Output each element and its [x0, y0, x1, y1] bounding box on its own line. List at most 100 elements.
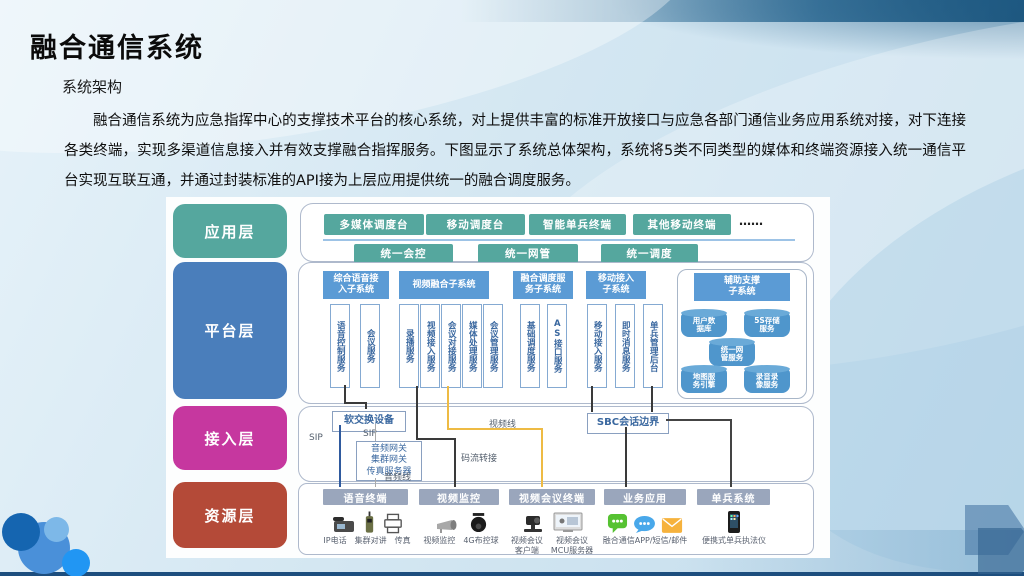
mail-icon [661, 518, 683, 533]
database-cylinder: 统一网 管服务 [709, 338, 755, 366]
subsystem-header: 视频融合子系统 [399, 271, 489, 299]
circle-decoration [2, 513, 40, 551]
fax-icon [383, 513, 402, 534]
layer-label: 资源层 [204, 506, 256, 525]
resource-group-header: 语音终端 [323, 489, 408, 505]
connector-voice-to-softswitch [344, 402, 367, 404]
connector-video-line-yellow [447, 386, 449, 430]
resource-row: 语音终端 IP电话 集群对讲 传真 视频监控 视频监控 4G布控球 [298, 483, 814, 555]
icon-row [601, 508, 689, 534]
softswitch-box: 软交换设备 [332, 411, 406, 432]
ellipsis-text: …… [739, 214, 763, 228]
icon-caption: 视频会议 客户端 [510, 536, 543, 555]
dome-camera-icon [470, 513, 486, 533]
stream-label: 码流转接 [461, 454, 498, 464]
subsystem-header: 融合调度服 务子系统 [513, 271, 573, 299]
subsystem-header: 综合语音接 入子系统 [323, 271, 389, 299]
layer-platform: 平台层 [173, 262, 287, 399]
walkie-talkie-icon [365, 511, 373, 533]
connector-video-access [454, 438, 456, 487]
connector-video-access [416, 438, 456, 440]
icon-row [417, 508, 505, 534]
app-service: 统一网管 [478, 244, 578, 263]
top-right-gradient [604, 0, 1024, 60]
sbc-box: SBC会话边界 [587, 413, 669, 434]
service-box: 会议管理服务 [483, 304, 503, 388]
arrow-decoration [978, 528, 1024, 574]
bullet-camera-icon [436, 520, 456, 533]
caption-row: 便携式单兵执法仪 [691, 536, 777, 546]
service-box: 媒体处理服务 [462, 304, 482, 388]
app-service: 统一会控 [354, 244, 453, 263]
bottom-bar [0, 572, 1024, 576]
subsystem-header: 移动接入 子系统 [586, 271, 646, 299]
service-box: 即时消息服务 [615, 304, 635, 388]
icon-caption: IP电话 [323, 536, 347, 545]
service-box: 移动接入服务 [587, 304, 607, 388]
icon-caption: 融合通信APP/短信/邮件 [602, 536, 688, 545]
intro-paragraph: 融合通信系统为应急指挥中心的支撑技术平台的核心系统，对上提供丰富的标准开放接口与… [64, 113, 966, 189]
database-cylinder: 5S存储 服务 [744, 309, 790, 337]
service-box: 单兵管理后台 [643, 304, 663, 388]
resource-group-apps: 业务应用 融合通信APP/短信/邮件 [601, 484, 689, 554]
database-cylinder: 录音录 像服务 [744, 365, 790, 393]
connector-video-line-yellow [447, 428, 543, 430]
resource-group-header: 单兵系统 [697, 489, 770, 505]
subsystem-header: 辅助支撑 子系统 [694, 273, 790, 301]
app-terminal: 智能单兵终端 [529, 214, 626, 235]
gateway-box: 音频网关 集群网关 传真服务器 [356, 441, 422, 481]
connector-voice-to-softswitch [344, 385, 346, 404]
service-box: 会议对接服务 [441, 304, 461, 388]
sip-label: SIP [309, 433, 323, 443]
caption-row: 视频会议 客户端 视频会议 MCU服务器 [505, 536, 599, 556]
icon-caption: 集群对讲 [354, 536, 387, 545]
connector-sip-line [339, 425, 341, 487]
circle-decoration [44, 517, 69, 542]
resource-group-voice: 语音终端 IP电话 集群对讲 传真 [317, 484, 417, 554]
caption-row: 视频监控 4G布控球 [417, 536, 505, 546]
caption-row: IP电话 集群对讲 传真 [317, 536, 417, 546]
connector-mobile-to-sbc [591, 386, 593, 412]
icon-row [691, 508, 777, 534]
service-box: 会议服务 [360, 304, 380, 388]
app-service: 统一调度 [601, 244, 698, 263]
icon-caption: 视频监控 [423, 536, 456, 545]
resource-group-surveillance: 视频监控 视频监控 4G布控球 [417, 484, 505, 554]
chat-app-icon [607, 513, 628, 534]
mcu-server-icon [553, 512, 583, 532]
gateway-line: 音频网关 [370, 444, 407, 455]
sip-label: SIP [363, 429, 377, 439]
connector-video-line-yellow [541, 428, 543, 487]
database-cylinder: 用户数 据库 [681, 309, 727, 337]
gateway-line: 集群网关 [370, 455, 407, 466]
caption-row: 融合通信APP/短信/邮件 [601, 536, 689, 546]
circle-decoration [62, 549, 90, 576]
icon-row [505, 508, 599, 534]
gateway-line: 传真服务器 [366, 466, 412, 477]
access-row: 软交换设备 SIP SIP 音频网关 集群网关 传真服务器 视频线 码流转接 S… [298, 406, 814, 483]
database-cylinder: 地图服 务引擎 [681, 365, 727, 393]
connector-sbc-to-soldier [730, 419, 732, 487]
audio-line-label: 音频线 [384, 473, 412, 483]
connector-sip-gateway [375, 424, 376, 441]
layer-label: 平台层 [204, 322, 256, 340]
layer-application: 应用层 [173, 204, 287, 258]
layer-label: 应用层 [204, 222, 256, 241]
layer-resource: 资源层 [173, 482, 287, 548]
section-subtitle: 系统架构 [62, 78, 123, 96]
resource-group-header: 视频会议终端 [509, 489, 595, 505]
ip-phone-icon [332, 517, 354, 532]
resource-group-header: 业务应用 [604, 489, 686, 505]
page-title: 融合通信系统 [30, 33, 204, 64]
icon-caption: 视频会议 MCU服务器 [550, 536, 594, 555]
app-row-divider [323, 239, 795, 241]
resource-group-videoconf: 视频会议终端 视频会议 客户端 视频会议 MCU服务器 [505, 484, 599, 556]
icon-caption: 传真 [394, 536, 411, 545]
connector-sbc-to-apps [625, 427, 627, 487]
app-terminal: 其他移动终端 [633, 214, 731, 235]
connector-sbc-to-soldier [666, 419, 732, 421]
icon-caption: 便携式单兵执法仪 [702, 536, 766, 545]
message-icon [634, 515, 655, 534]
auxiliary-subsystem: 辅助支撑 子系统 用户数 据库 5S存储 服务 统一网 管服务 地图服 务引擎 … [677, 269, 807, 399]
